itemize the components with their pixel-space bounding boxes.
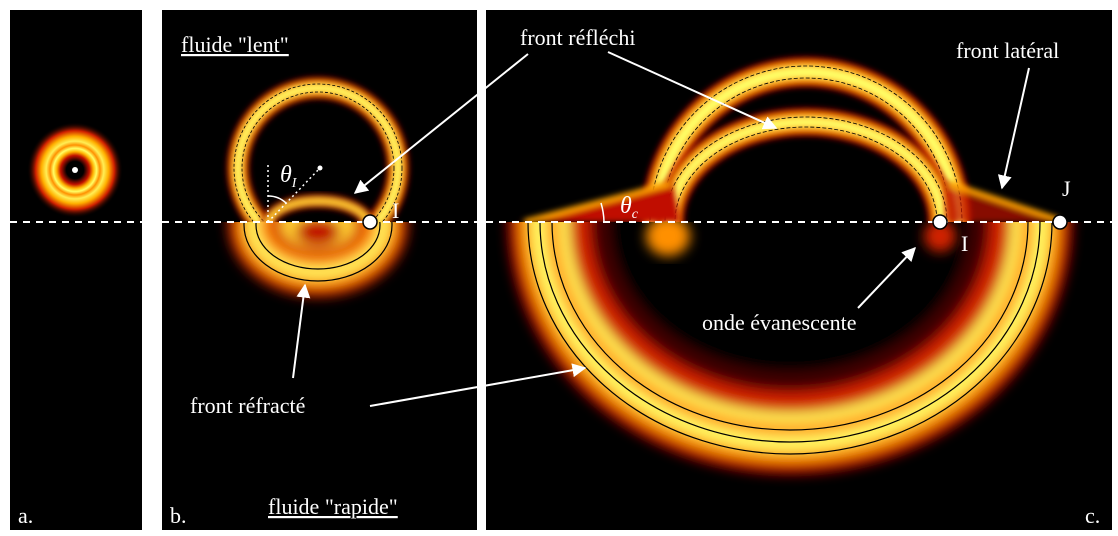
point-i-label: I [392, 198, 399, 223]
fast-fluid-label: fluide "rapide" [268, 494, 398, 519]
angle-theta-i: θI [280, 162, 298, 191]
angle-theta-c: θc [620, 193, 639, 222]
refracted-front-arrow [292, 283, 311, 379]
point-i [362, 214, 378, 230]
refracted-front-label: front réfracté [190, 393, 305, 418]
point-i-label: I [961, 231, 968, 256]
lateral-front-arrow [997, 67, 1030, 190]
evanescent-wave-label: onde évanescente [702, 310, 857, 335]
panel-b: θI I fluide "lent" fluide "rapide" front… [162, 32, 477, 519]
reflected-ring-group [227, 77, 409, 222]
refracted-front-group [228, 222, 408, 297]
reflected-fronts-group [518, 57, 1060, 222]
point-j [1052, 214, 1068, 230]
point-i [932, 214, 948, 230]
reflected-front-arrow-1 [607, 51, 778, 130]
slow-fluid-label: fluide "lent" [181, 32, 289, 57]
angle-arc [267, 195, 287, 204]
source-point [72, 167, 78, 173]
panel-b-letter: b. [170, 503, 187, 528]
lateral-front-label: front latéral [956, 38, 1059, 63]
reflected-front-arrow-2 [353, 53, 529, 194]
panel-a [10, 122, 142, 223]
reflected-front-label: front réfléchi [520, 25, 635, 50]
panel-a-background [10, 10, 142, 530]
refracted-front-group [508, 222, 1072, 474]
image-source-point [317, 165, 323, 171]
panel-c-letter: c. [1085, 503, 1100, 528]
refracted-front-arrow-c [369, 363, 587, 407]
evanescent-wave-arrow [857, 246, 916, 309]
critical-angle-arc [600, 202, 605, 223]
panel-c: θc I J front réfléchi front latéral onde… [353, 25, 1112, 474]
point-j-label: J [1062, 176, 1071, 201]
panel-a-letter: a. [18, 503, 33, 528]
